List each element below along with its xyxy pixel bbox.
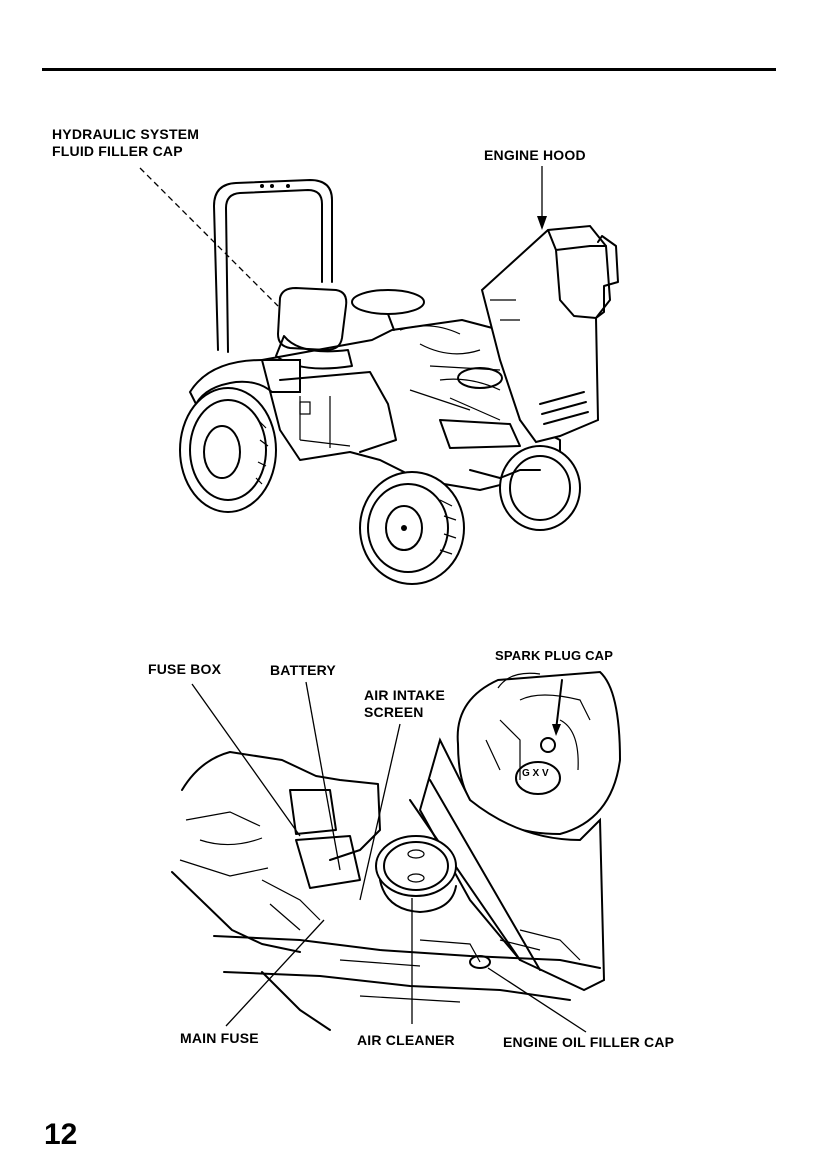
air-intake-screen-label: AIR INTAKE SCREEN xyxy=(364,687,445,721)
engine-hood-label: ENGINE HOOD xyxy=(484,147,586,163)
hydraulic-cap-label-line1: HYDRAULIC SYSTEM xyxy=(52,126,200,142)
spark-plug-cap-label: SPARK PLUG CAP xyxy=(495,648,614,663)
fuse-box-label: FUSE BOX xyxy=(148,661,222,677)
air-intake-screen-label-line1: AIR INTAKE xyxy=(364,687,446,703)
hydraulic-cap-label: HYDRAULIC SYSTEM FLUID FILLER CAP xyxy=(52,126,199,160)
engine-oil-filler-cap-label: ENGINE OIL FILLER CAP xyxy=(503,1034,675,1050)
header-rule xyxy=(42,68,776,71)
battery-label: BATTERY xyxy=(270,662,336,678)
air-cleaner-label: AIR CLEANER xyxy=(357,1032,455,1048)
main-fuse-label: MAIN FUSE xyxy=(180,1030,259,1046)
air-intake-screen-label-line2: SCREEN xyxy=(364,704,424,720)
page-number: 12 xyxy=(44,1118,78,1151)
hydraulic-cap-label-line2: FLUID FILLER CAP xyxy=(52,143,183,159)
inset-engine-marking: G X V xyxy=(522,768,549,779)
